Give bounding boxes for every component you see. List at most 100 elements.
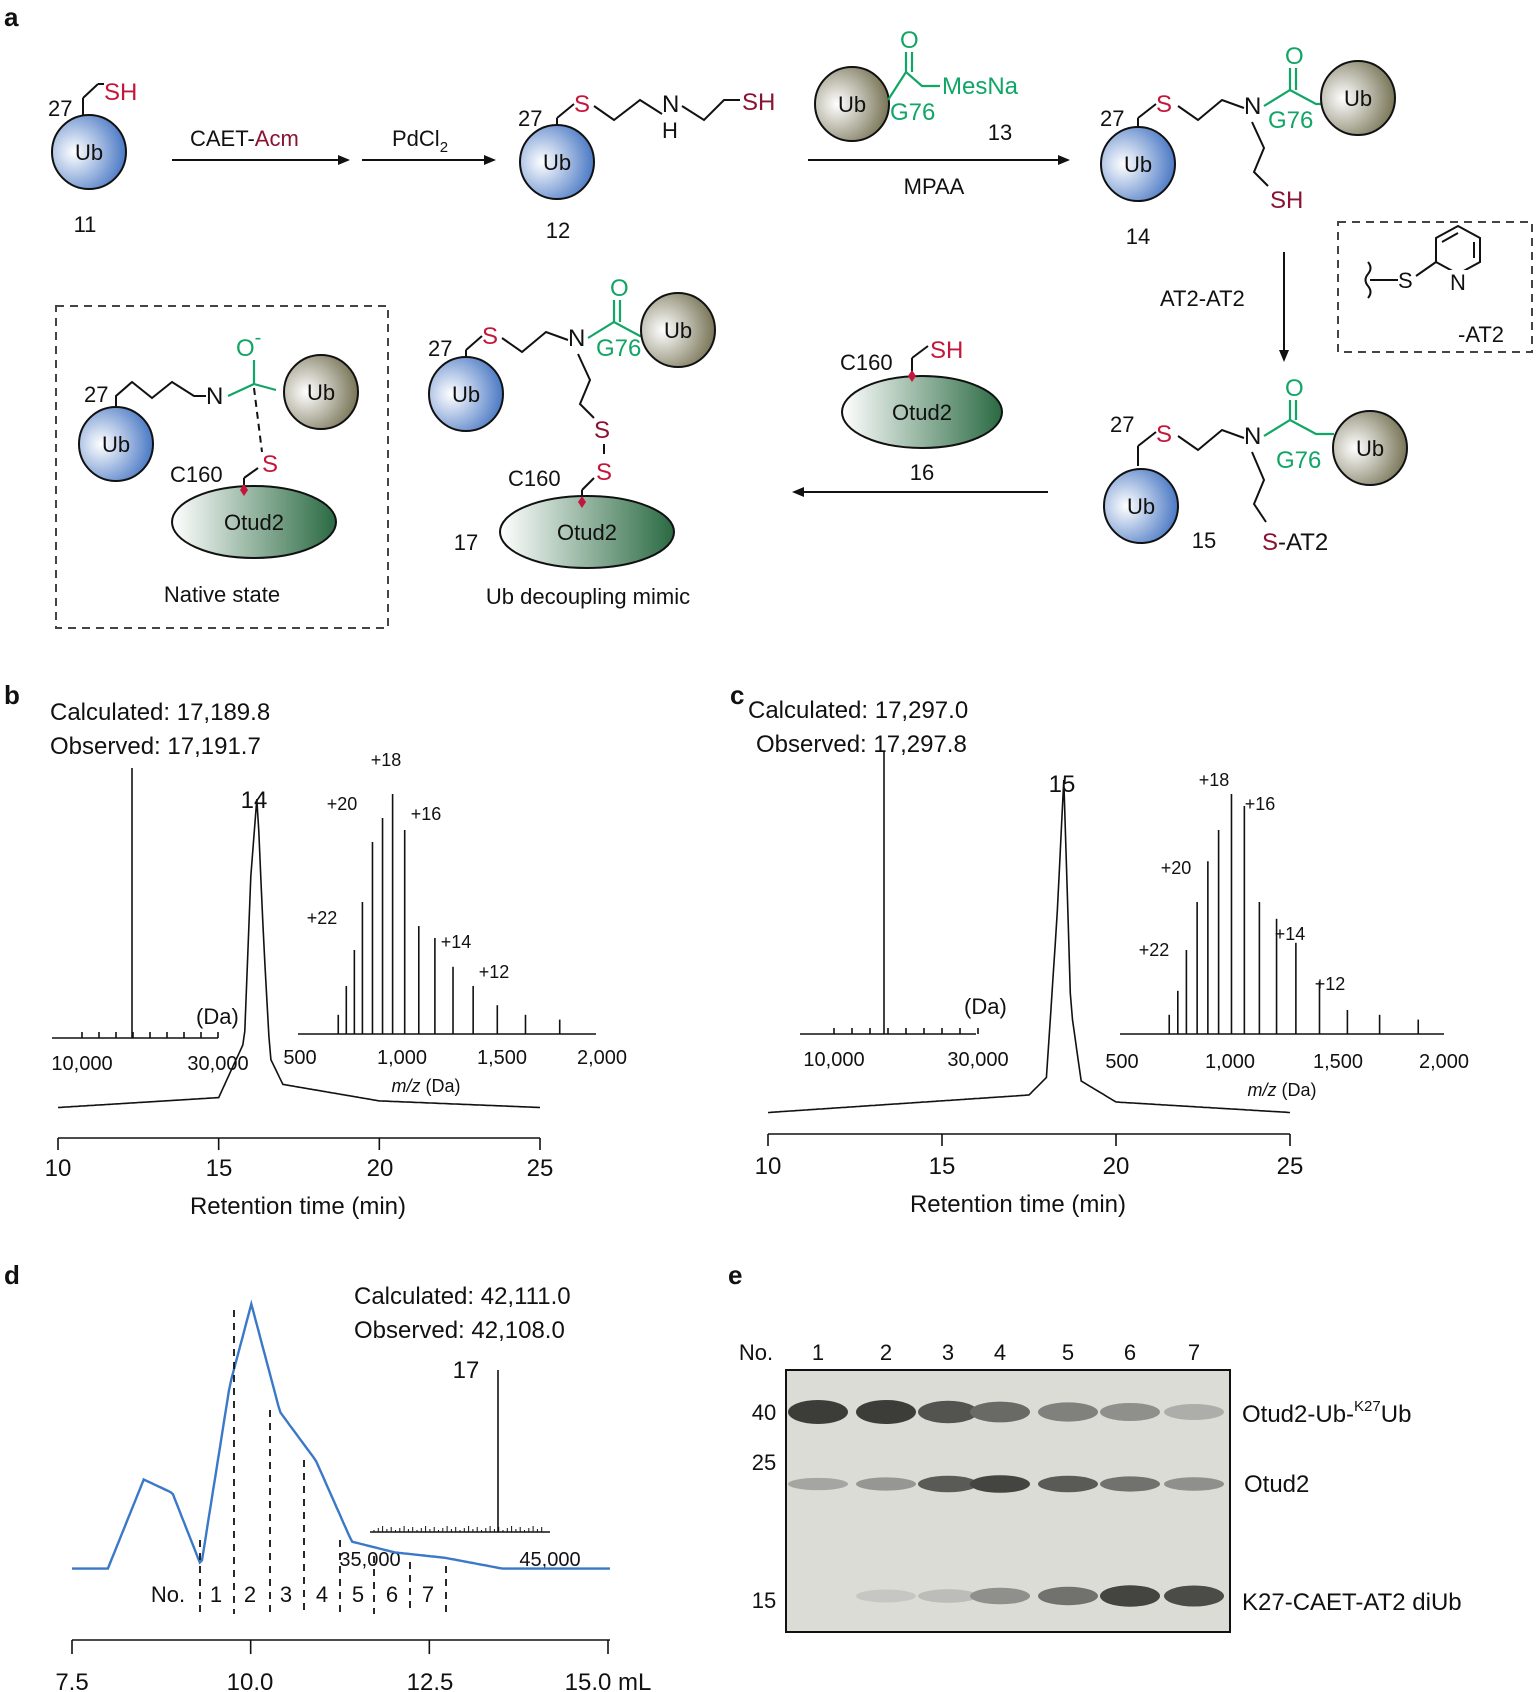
oxyanion-label: O <box>236 335 255 362</box>
at2-tag-label: -AT2 <box>1458 322 1504 347</box>
tick-label: 25 <box>527 1155 554 1182</box>
charge-label: +20 <box>1161 858 1192 878</box>
caet-label: CAET- <box>190 126 255 151</box>
ub-label: Ub <box>1124 152 1152 177</box>
ub-label: Ub <box>1356 436 1384 461</box>
gel-bands <box>788 1400 1224 1607</box>
g76-label: G76 <box>1268 107 1313 134</box>
gel-band-middle <box>1038 1475 1098 1493</box>
ub-sphere <box>640 292 716 368</box>
band-label-top-prefix: Otud2-Ub- <box>1242 1401 1354 1428</box>
nitrogen-label: N <box>1450 270 1466 295</box>
tick-label: 25 <box>1277 1153 1304 1180</box>
gel-band-middle <box>1100 1476 1160 1492</box>
charge-label: +16 <box>411 804 442 824</box>
sulfur-label: S <box>262 451 278 478</box>
residue-27-label: 27 <box>1110 412 1134 437</box>
gel-band-top <box>1100 1402 1160 1422</box>
lane-numbers: No. 1 2 3 4 5 6 7 <box>739 1340 1200 1365</box>
sulfur-label: S <box>1398 268 1413 293</box>
fraction-label: 7 <box>422 1582 434 1607</box>
ub-label: Ub <box>102 432 130 457</box>
g76-label: G76 <box>596 335 641 362</box>
unit-label: (Da) <box>196 1004 239 1029</box>
sulfur-label: S <box>1262 529 1278 556</box>
residue-27-label: 27 <box>1100 106 1124 131</box>
panel-label-a: a <box>4 2 19 32</box>
otud2-ellipse <box>499 495 675 569</box>
peak-label: 14 <box>241 787 268 814</box>
tick-label: 10,000 <box>803 1049 864 1071</box>
ub-sphere <box>283 354 359 430</box>
panel-label-d: d <box>4 1260 20 1290</box>
residue-27-label: 27 <box>518 106 542 131</box>
marker-labels: 40 25 15 <box>752 1400 776 1613</box>
svg-text:m/z (Da): m/z (Da) <box>392 1076 461 1096</box>
ub-label: Ub <box>75 140 103 165</box>
mz-unit: (Da) <box>421 1076 461 1096</box>
ub-sphere <box>1103 468 1179 544</box>
sulfur-label: S <box>482 323 498 350</box>
observed-mass: Observed: 42,108.0 <box>354 1317 565 1344</box>
mz-label: m/z <box>392 1076 421 1096</box>
gel-band-middle <box>1164 1477 1224 1491</box>
gel-band-middle <box>970 1475 1030 1493</box>
ub-label: Ub <box>452 382 480 407</box>
compound-11: SH 27 Ub 11 <box>48 79 137 237</box>
tick-label: 1,500 <box>1313 1051 1363 1073</box>
otud2-label: Otud2 <box>224 510 284 535</box>
tick-label: 2,000 <box>577 1047 627 1069</box>
cysteine-marker <box>578 496 586 508</box>
thiol-label: SH <box>104 79 137 106</box>
lane-number: 3 <box>942 1340 954 1365</box>
gel-band-bottom <box>970 1587 1030 1605</box>
panel-label-c: c <box>730 680 744 710</box>
sulfur-label: S <box>596 459 612 486</box>
mz-unit: (Da) <box>1277 1080 1317 1100</box>
g76-label: G76 <box>1276 447 1321 474</box>
esi-spectrum: 500 1,000 1,500 2,000 m/z (Da) +18 +16 +… <box>1105 770 1469 1100</box>
tick-label: 35,000 <box>339 1549 400 1571</box>
reaction-arrow-1: CAET-Acm PdCl2 <box>172 126 496 165</box>
ub-sphere <box>428 356 504 432</box>
svg-text:CAET-Acm: CAET-Acm <box>190 126 299 151</box>
compound-number-14: 14 <box>1126 224 1150 249</box>
lane-number: 1 <box>812 1340 824 1365</box>
tick-label: 45,000 <box>519 1549 580 1571</box>
fraction-label: 3 <box>280 1582 292 1607</box>
ub-sphere <box>1100 126 1176 202</box>
residue-27-label: 27 <box>84 382 108 407</box>
retention-time-axis: 10 15 20 25 Retention time (min) <box>755 1133 1304 1218</box>
g76-label: G76 <box>890 99 935 126</box>
axis-label: Retention time (min) <box>190 1193 406 1220</box>
tick-label: 20 <box>367 1155 394 1182</box>
carbonyl-oxygen-label: O <box>1285 43 1304 70</box>
svg-text:PdCl2: PdCl2 <box>392 126 448 156</box>
volume-axis: 7.5 10.0 12.5 15.0 mL <box>55 1639 651 1692</box>
tick-label: 10 <box>755 1153 782 1180</box>
retention-time-axis: 10 15 20 25 Retention time (min) <box>45 1137 554 1220</box>
ub-sphere <box>78 406 154 482</box>
at2-structure-box: S N -AT2 <box>1337 221 1533 353</box>
sec-trace <box>72 1299 610 1570</box>
tick-label: 1,000 <box>377 1047 427 1069</box>
calculated-mass: Calculated: 42,111.0 <box>354 1283 571 1310</box>
tick-label: 30,000 <box>187 1053 248 1075</box>
gel-band-top <box>856 1400 916 1424</box>
gel-band-middle <box>788 1477 848 1491</box>
ub-sphere <box>814 66 890 142</box>
compound-16: SH C160 Otud2 16 <box>840 337 1003 485</box>
svg-text:m/z (Da): m/z (Da) <box>1248 1080 1317 1100</box>
nitrogen-label: N <box>1244 423 1261 450</box>
esi-spectrum: 500 1,000 1,500 2,000 m/z (Da) +18 +20 +… <box>283 750 627 1096</box>
hydrogen-label: H <box>662 118 678 143</box>
acm-label: Acm <box>255 126 299 151</box>
svg-text:O-: O- <box>236 327 261 362</box>
nitrogen-label: N <box>206 383 223 410</box>
compound-number-15: 15 <box>1192 528 1216 553</box>
lane-number: 5 <box>1062 1340 1074 1365</box>
band-label-top-superscript: K27 <box>1354 1398 1381 1415</box>
fraction-label: 4 <box>316 1582 328 1607</box>
lane-number: 7 <box>1188 1340 1200 1365</box>
